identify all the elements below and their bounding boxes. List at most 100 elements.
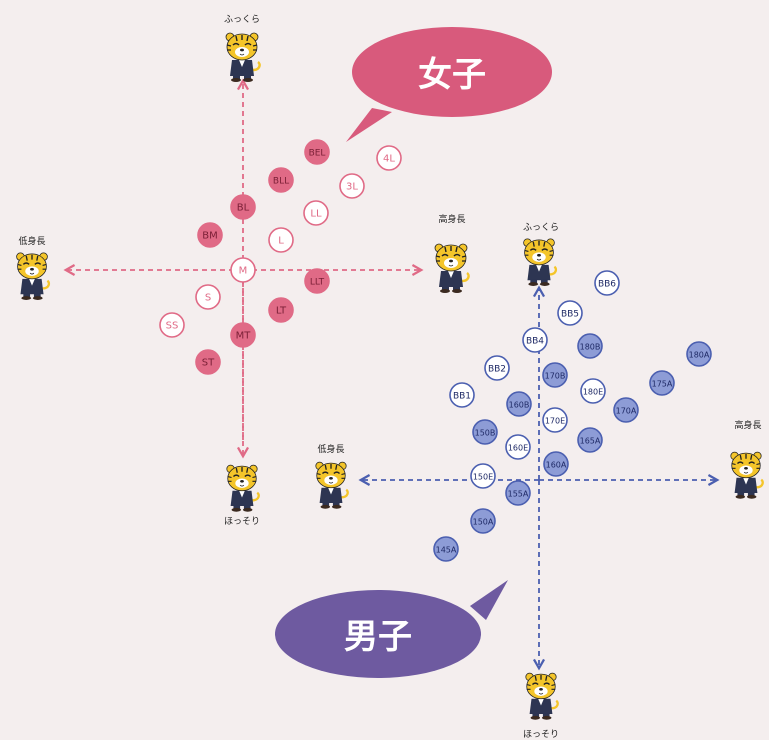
male-axes xyxy=(358,285,720,671)
size-circle xyxy=(506,391,532,417)
size-marker-180E: 180E xyxy=(580,378,606,404)
tiger-character-icon xyxy=(433,242,471,295)
size-label: BEL xyxy=(309,149,326,159)
size-circle xyxy=(230,322,256,348)
male-right-label: 高身長 xyxy=(734,419,761,431)
size-circle xyxy=(339,173,365,199)
size-label: 160A xyxy=(546,461,567,470)
size-circle xyxy=(580,378,606,404)
size-circle xyxy=(472,419,498,445)
size-label: BB1 xyxy=(453,392,471,402)
size-marker-BB5: BB5 xyxy=(557,300,583,326)
tiger-character-icon xyxy=(728,450,765,501)
size-marker-BEL: BEL xyxy=(304,139,330,165)
size-label: BB6 xyxy=(598,280,616,290)
size-marker-155A: 155A xyxy=(505,480,531,506)
size-marker-175A: 175A xyxy=(649,370,675,396)
male-title: 男子 xyxy=(344,617,412,657)
size-circle xyxy=(230,194,256,220)
tiger-character-icon xyxy=(314,460,349,510)
size-label: 180B xyxy=(580,343,601,352)
size-label: 155A xyxy=(508,490,529,499)
female-title: 女子 xyxy=(418,55,486,95)
size-marker-BM: BM xyxy=(197,222,223,248)
female-up-label: ふっくら xyxy=(224,14,260,25)
size-marker-150E: 150E xyxy=(470,463,496,489)
size-label: LL xyxy=(310,209,322,220)
size-circle xyxy=(376,145,402,171)
size-marker-160B: 160B xyxy=(506,391,532,417)
size-circle xyxy=(542,362,568,388)
female-axes xyxy=(63,78,424,459)
size-marker-BB6: BB6 xyxy=(594,270,620,296)
size-label: 160E xyxy=(508,444,528,453)
size-label: BB2 xyxy=(488,365,506,375)
size-label: 150E xyxy=(473,473,493,482)
size-marker-BLL: BLL xyxy=(268,167,294,193)
size-label: 4L xyxy=(383,154,395,165)
size-marker-BB1: BB1 xyxy=(449,382,475,408)
size-marker-M: M xyxy=(230,257,256,283)
size-marker-SS: SS xyxy=(159,312,185,338)
size-circle xyxy=(484,355,510,381)
size-marker-BB4: BB4 xyxy=(522,327,548,353)
size-label: BLL xyxy=(273,177,289,187)
size-circle xyxy=(542,407,568,433)
size-label: BL xyxy=(237,203,250,214)
size-marker-3L: 3L xyxy=(339,173,365,199)
size-label: ST xyxy=(202,358,215,369)
size-circle xyxy=(505,434,531,460)
size-circle xyxy=(649,370,675,396)
size-label: 175A xyxy=(652,380,673,389)
tiger-character-icon xyxy=(522,237,558,286)
male-down-label: ほっそり xyxy=(523,729,559,740)
size-marker-LL: LL xyxy=(303,200,329,226)
size-circle xyxy=(268,167,294,193)
size-circle xyxy=(577,333,603,359)
size-marker-180B: 180B xyxy=(577,333,603,359)
size-circle xyxy=(268,297,294,323)
size-label: 160B xyxy=(509,401,530,410)
size-label: 150A xyxy=(473,518,494,527)
female-right-label: 高身長 xyxy=(438,213,465,225)
size-circle xyxy=(195,284,221,310)
size-label: 170B xyxy=(545,372,566,381)
size-circle xyxy=(304,139,330,165)
size-label: MT xyxy=(236,331,252,342)
size-circle xyxy=(304,268,330,294)
size-marker-180A: 180A xyxy=(686,341,712,367)
size-circle xyxy=(613,397,639,423)
size-label: BM xyxy=(202,231,218,242)
size-label: 165A xyxy=(580,437,601,446)
size-label: L xyxy=(278,236,284,247)
size-marker-170B: 170B xyxy=(542,362,568,388)
size-label: 170E xyxy=(545,417,565,426)
size-marker-170E: 170E xyxy=(542,407,568,433)
female-left-label: 低身長 xyxy=(18,235,45,247)
size-circle xyxy=(557,300,583,326)
size-marker-160E: 160E xyxy=(505,434,531,460)
size-marker-165A: 165A xyxy=(577,427,603,453)
tiger-character-icon xyxy=(225,463,260,512)
size-marker-150B: 150B xyxy=(472,419,498,445)
size-marker-L: L xyxy=(268,227,294,253)
size-circle xyxy=(505,480,531,506)
tiger-character-icon xyxy=(524,671,559,720)
size-marker-BL: BL xyxy=(230,194,256,220)
size-circle xyxy=(195,349,221,375)
size-label: 180E xyxy=(583,388,603,397)
size-circle xyxy=(268,227,294,253)
size-label: BB5 xyxy=(561,310,579,320)
size-circle xyxy=(522,327,548,353)
size-circle xyxy=(686,341,712,367)
male-up-label: ふっくら xyxy=(523,222,559,233)
size-label: M xyxy=(239,266,248,277)
size-label: LLT xyxy=(310,278,325,288)
size-label: 145A xyxy=(436,546,457,555)
size-label: 150B xyxy=(475,429,496,438)
size-marker-LT: LT xyxy=(268,297,294,323)
size-label: LT xyxy=(276,306,287,317)
size-circle xyxy=(197,222,223,248)
